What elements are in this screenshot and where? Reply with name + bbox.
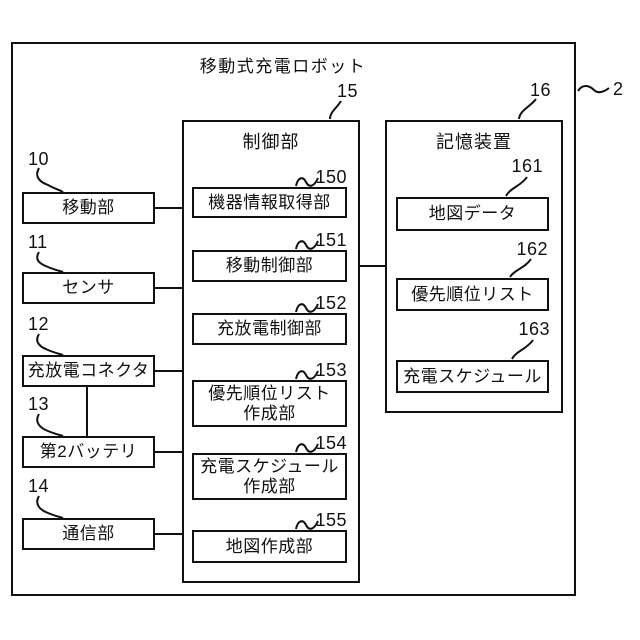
ref-161: 161 [511,156,543,176]
ref-155: 155 [315,510,347,530]
box-communication-unit: 通信部 [22,518,155,550]
box-second-battery: 第2バッテリ [22,436,155,468]
ref-162: 162 [516,239,548,259]
storage-device-frame [385,120,563,413]
box-charging-schedule-creation: 充電スケジュール 作成部 [192,453,347,500]
leader-150 [295,177,319,187]
box-label: 移動部 [62,198,115,217]
box-label: 地図作成部 [225,536,314,556]
leader-11 [36,251,64,273]
diagram-title: 移動式充電ロボット [199,57,367,76]
box-priority-list-creation: 優先順位リスト 作成部 [192,380,347,427]
box-label: センサ [62,278,115,297]
leader-163 [511,339,534,360]
ref-152: 152 [315,293,347,313]
leader-16 [518,98,537,120]
ref-11: 11 [28,232,48,252]
box-label: 機器情報取得部 [208,192,331,212]
ref-12: 12 [28,314,50,334]
leader-10 [36,167,64,193]
ref-14: 14 [28,476,50,496]
ref-150: 150 [315,167,347,187]
leader-12 [36,333,64,356]
box-label: 充放電制御部 [217,319,322,338]
ref-151: 151 [315,230,347,250]
ref-163: 163 [518,319,550,339]
leader-152 [295,303,319,313]
ref-153: 153 [315,360,347,380]
leader-2 [577,85,610,94]
leader-155 [295,520,319,530]
storage-device-title: 記憶装置 [436,132,512,152]
box-label: 第2バッテリ [39,442,138,461]
box-label: 通信部 [62,524,115,543]
box-moving-unit: 移動部 [22,192,155,224]
leader-154 [295,443,319,453]
leader-15 [329,100,342,120]
box-sensor: センサ [22,272,155,304]
box-charge-discharge-control: 充放電制御部 [192,313,347,345]
box-label: 充電スケジュール [403,366,542,386]
control-unit-frame [182,120,360,583]
ref-16: 16 [529,80,551,100]
leader-14 [36,495,64,519]
box-priority-list: 優先順位リスト [396,278,549,311]
leader-162 [509,258,532,278]
box-label: 地図データ [428,204,517,223]
box-movement-control: 移動制御部 [192,250,347,282]
box-device-info-acquisition: 機器情報取得部 [192,187,347,218]
control-unit-title: 制御部 [242,132,300,152]
box-map-data: 地図データ [396,197,549,231]
robot-outer-frame [11,42,576,596]
leader-13 [36,413,64,437]
leader-153 [295,370,319,380]
leader-151 [295,240,319,250]
box-map-creation: 地図作成部 [192,530,347,563]
box-charge-discharge-connector: 充放電コネクタ [22,355,155,387]
box-label: 優先順位リスト 作成部 [208,383,331,423]
box-label: 充電スケジュール 作成部 [200,456,339,496]
box-label: 優先順位リスト [411,284,534,304]
box-charging-schedule: 充電スケジュール [396,360,549,393]
box-label: 移動制御部 [225,256,314,275]
ref-2: 2 [613,79,624,99]
ref-13: 13 [28,394,50,414]
box-label: 充放電コネクタ [27,361,150,380]
ref-154: 154 [315,433,347,453]
leader-161 [505,176,528,197]
ref-15: 15 [336,81,358,101]
ref-10: 10 [28,149,50,169]
